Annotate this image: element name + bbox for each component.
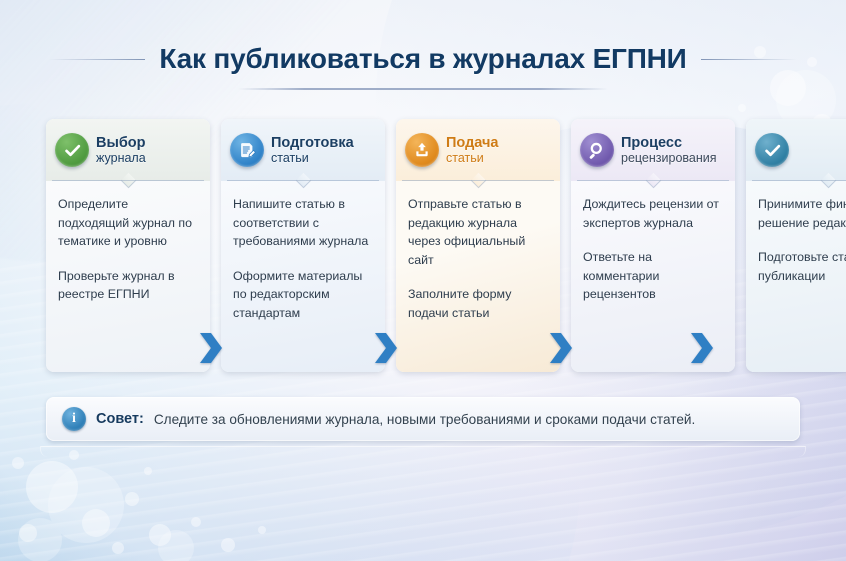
chevron-right-icon [200, 333, 222, 363]
title-rule-right [700, 58, 797, 60]
step-card-4-title-sub: рецензирования [621, 150, 717, 165]
step-card-3-body: Отправьте статью в редакцию журнала чере… [396, 181, 560, 372]
step-card-3[interactable]: Подача статьи Отправьте статью в редакци… [396, 119, 560, 372]
step-card-1-title: Выбор журнала [96, 135, 146, 166]
step-card-3-header: Подача статьи [396, 119, 560, 189]
step-card-4-bullet-2: Ответьте на комментарии рецензентов [583, 250, 660, 301]
tip-label: Совет: [96, 411, 144, 427]
step-card-1-bullet-1: Определите подходящий журнал по тематике… [58, 197, 193, 248]
steps-row: Выбор журнала Определите подходящий журн… [46, 119, 846, 372]
tip-text: Следите за обновлениями журнала, новыми … [153, 411, 696, 427]
step-card-5-header [746, 119, 846, 189]
step-card-1-body: Определите подходящий журнал по тематике… [46, 181, 210, 372]
step-card-2-title-main: Подготовка [271, 134, 354, 151]
step-card-3-title-main: Подача [446, 134, 499, 151]
chevron-right-icon [691, 333, 713, 363]
step-card-3-title-sub: статьи [446, 150, 484, 165]
step-card-2-bullet-1: Напишите статью в соответствии с требова… [233, 197, 369, 248]
step-card-1-title-main: Выбор [96, 134, 146, 151]
step-card-5-body: Принимите финальное решение редакции Под… [746, 181, 846, 372]
step-card-1[interactable]: Выбор журнала Определите подходящий журн… [46, 119, 210, 372]
step-card-1-header: Выбор журнала [46, 119, 210, 189]
bottom-frame-edge [40, 446, 806, 457]
step-card-3-title: Подача статьи [446, 135, 498, 166]
step-card-4-title-main: Процесс [621, 134, 683, 151]
step-card-4-header: Процесс рецензирования [571, 119, 735, 189]
step-card-3-bullet-2: Заполните форму подачи статьи [408, 287, 512, 320]
tip-bar: i Совет: Следите за обновлениями журнала… [46, 397, 800, 441]
document-pencil-icon [230, 133, 264, 167]
chevron-right-icon [550, 333, 572, 363]
step-card-4-bullet-1: Дождитесь рецензии от экспертов журнала [583, 197, 719, 230]
step-card-5[interactable]: Принимите финальное решение редакции Под… [746, 119, 846, 372]
step-card-2-title-sub: статьи [271, 150, 309, 165]
step-card-1-title-sub: журнала [96, 150, 146, 165]
step-card-5-bullet-2: Подготовьте статью к публикации [758, 250, 846, 283]
chevron-right-icon [375, 333, 397, 363]
step-card-4-body: Дождитесь рецензии от экспертов журнала … [571, 181, 735, 372]
step-card-2-header: Подготовка статьи [221, 119, 385, 189]
step-card-4[interactable]: Процесс рецензирования Дождитесь рецензи… [571, 119, 735, 372]
upload-icon [405, 133, 439, 167]
title-rule-left [49, 58, 146, 60]
page-title-row: Как публиковаться в журналах ЕГПНИ [0, 30, 846, 88]
step-card-4-title: Процесс рецензирования [621, 135, 717, 166]
step-card-1-bullet-2: Проверьте журнал в реестре ЕГПНИ [58, 268, 175, 302]
step-card-2-body: Напишите статью в соответствии с требова… [221, 181, 385, 372]
step-card-2[interactable]: Подготовка статьи Напишите статью в соот… [221, 119, 385, 372]
step-card-5-bullet-1: Принимите финальное решение редакции [758, 197, 846, 230]
green-check-icon [55, 133, 89, 167]
teal-check-icon [755, 133, 789, 167]
step-card-3-bullet-1: Отправьте статью в редакцию журнала чере… [408, 197, 526, 267]
page-title: Как публиковаться в журналах ЕГПНИ [159, 43, 687, 74]
magnifier-icon [580, 133, 614, 167]
title-underline [238, 88, 608, 90]
step-card-2-title: Подготовка статьи [271, 135, 354, 166]
step-card-2-bullet-2: Оформите материалы по редакторским станд… [233, 268, 363, 320]
info-icon: i [62, 407, 86, 431]
